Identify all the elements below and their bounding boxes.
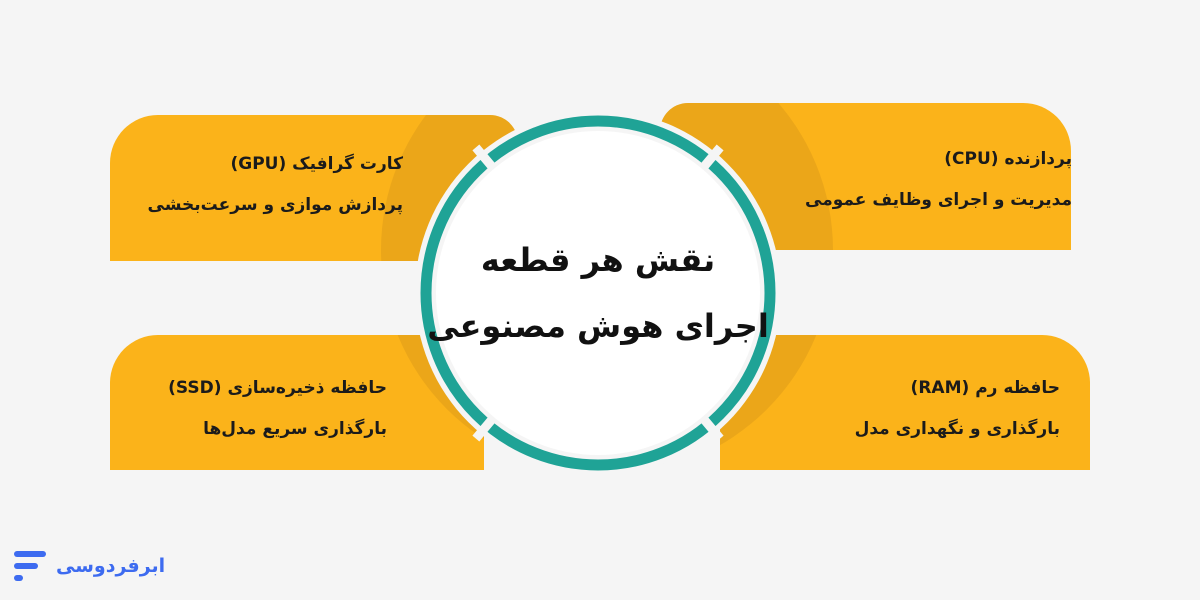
gpu-description: پردازش موازی و سرعت‌بخشی: [147, 195, 404, 215]
cpu-text: پردازنده (CPU) مدیریت و اجرای وظایف عموم…: [805, 148, 1072, 211]
ram-title: حافظه رم (RAM): [910, 378, 1060, 398]
brand-logo[interactable]: ابرفردوسی: [14, 551, 165, 581]
ram-description: بارگذاری و نگهداری مدل: [854, 419, 1060, 439]
ram-card: [720, 335, 1090, 470]
hub-title-line2: اجرای هوش مصنوعی: [427, 307, 769, 345]
gpu-text: کارت گرافیک (GPU) پردازش موازی و سرعت‌بخ…: [148, 153, 404, 216]
ram-text: حافظه رم (RAM) بارگذاری و نگهداری مدل: [855, 377, 1060, 440]
cpu-description: مدیریت و اجرای وظایف عمومی: [805, 190, 1072, 210]
hub-text: نقش هر قطعه اجرای هوش مصنوعی: [413, 108, 783, 478]
ssd-title: حافظه ذخیره‌سازی (SSD): [168, 378, 387, 398]
brand-logo-icon: [14, 551, 46, 581]
cpu-title: پردازنده (CPU): [944, 149, 1072, 169]
brand-name: ابرفردوسی: [56, 555, 166, 577]
gpu-title: کارت گرافیک (GPU): [230, 154, 403, 174]
center-hub: نقش هر قطعه اجرای هوش مصنوعی: [413, 108, 783, 478]
hub-ring-icon: [415, 110, 781, 476]
hub-title-line1: نقش هر قطعه: [480, 241, 716, 279]
ssd-description: بارگذاری سریع مدل‌ها: [203, 419, 387, 439]
ssd-text: حافظه ذخیره‌سازی (SSD) بارگذاری سریع مدل…: [168, 377, 387, 440]
